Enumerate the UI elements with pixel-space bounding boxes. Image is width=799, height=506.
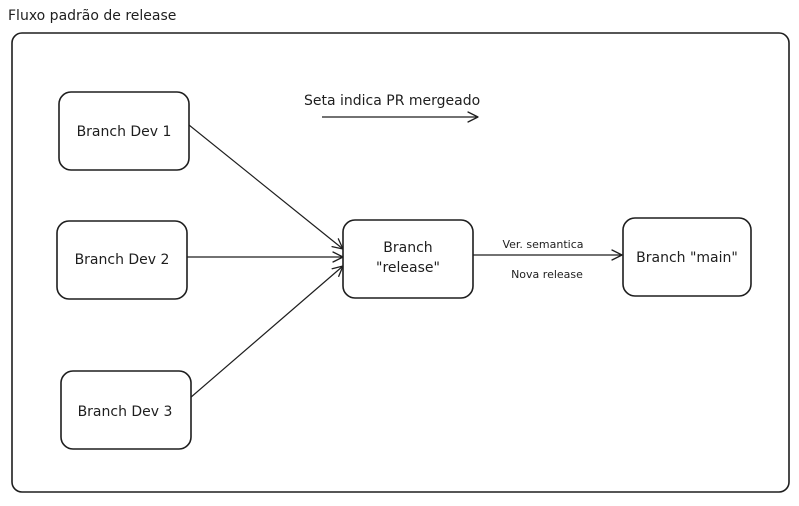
node-branch-release-label-line1: Branch — [383, 240, 432, 256]
node-branch-main: Branch "main" — [622, 217, 752, 297]
diagram-frame — [11, 32, 790, 493]
node-branch-dev-2: Branch Dev 2 — [56, 220, 188, 300]
node-branch-dev-2-label: Branch Dev 2 — [75, 252, 170, 268]
node-branch-dev-3: Branch Dev 3 — [60, 370, 192, 450]
legend-text: Seta indica PR mergeado — [304, 93, 480, 109]
node-branch-release-label-line2: "release" — [376, 260, 440, 276]
edge-label-ver-semantica: Ver. semantica — [502, 238, 583, 251]
node-branch-main-label: Branch "main" — [636, 250, 738, 266]
diagram-title: Fluxo padrão de release — [8, 8, 176, 24]
edge-dev1-to-release — [188, 124, 344, 250]
node-branch-dev-1-label: Branch Dev 1 — [77, 124, 172, 140]
edge-label-nova-release: Nova release — [511, 268, 583, 281]
node-branch-dev-3-label: Branch Dev 3 — [78, 404, 173, 420]
edge-dev3-to-release — [189, 265, 344, 399]
node-branch-release: Branch "release" — [342, 219, 474, 299]
node-branch-dev-1: Branch Dev 1 — [58, 91, 190, 171]
